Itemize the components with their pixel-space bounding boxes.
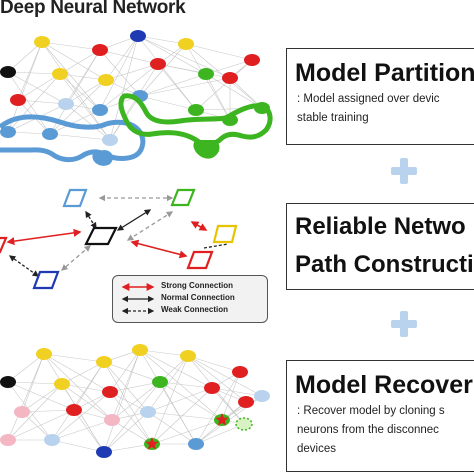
step-heading: Model Recover: [295, 371, 473, 399]
step-description-line: stable training: [297, 112, 369, 124]
neuron-node: [188, 104, 204, 116]
neuron-node: [180, 350, 196, 362]
plus-icon: [391, 311, 417, 337]
neuron-node: [178, 38, 194, 50]
weak-arrow-icon: [121, 307, 155, 315]
device-b-outline: [118, 93, 273, 147]
neuron-node: [52, 68, 68, 80]
device-node-black: [84, 226, 118, 246]
neuron-node: [96, 356, 112, 368]
neuron-node: [0, 434, 16, 446]
neuron-node: [96, 446, 112, 458]
device-node-yellow: [212, 224, 238, 244]
neuron-node: [244, 54, 260, 66]
diagram-title: Deep Neural Network: [0, 0, 186, 18]
strong-arrow-icon: [121, 283, 155, 291]
legend-label: Strong Connection: [161, 281, 233, 290]
neuron-node: [152, 376, 168, 388]
device-a-outline: [0, 114, 146, 163]
neuron-node: [254, 390, 270, 402]
neuron-node: [204, 382, 220, 394]
step-heading-line: Reliable Netwo: [295, 213, 466, 240]
neuron-node: [0, 376, 16, 388]
neuron-node: [188, 438, 204, 450]
neuron-node: [92, 44, 108, 56]
step-reliable-network-path: Reliable Netwo Path Constructi: [286, 203, 474, 290]
neuron-node: [10, 94, 26, 106]
neuron-node: [235, 417, 253, 431]
neuron-node: [0, 66, 16, 78]
neuron-node: [140, 406, 156, 418]
top-neural-network: [0, 30, 270, 146]
device-node-navy: [32, 270, 60, 290]
neuron-node: [34, 36, 50, 48]
neuron-node: [238, 396, 254, 408]
neuron-node: [132, 344, 148, 356]
neuron-node: [42, 128, 58, 140]
neuron-node: [130, 30, 146, 42]
device-node-red-left: [0, 236, 8, 254]
network-path-graph: [0, 188, 238, 290]
legend-item-normal: Normal Connection: [113, 293, 267, 305]
normal-arrow-icon: [121, 295, 155, 303]
step-model-partition: Model Partition : Model assigned over de…: [286, 48, 474, 145]
star-icon: [67, 403, 81, 416]
legend-item-strong: Strong Connection: [113, 281, 267, 293]
neuron-node: [36, 348, 52, 360]
neuron-node: [222, 72, 238, 84]
partition-device-outlines: [0, 93, 273, 166]
device-node-lightblue: [62, 188, 88, 208]
neuron-node: [102, 134, 118, 146]
neuron-node: [98, 74, 114, 86]
step-heading: Model Partition: [295, 59, 474, 87]
neuron-node: [54, 378, 70, 390]
neuron-node: [102, 386, 118, 398]
neuron-node: [44, 434, 60, 446]
device-a-bubble: [92, 150, 113, 166]
step-description-line: neurons from the disconnec: [297, 424, 439, 436]
device-node-green: [170, 188, 196, 207]
step-heading-line: Path Constructi: [295, 251, 474, 278]
neuron-node: [0, 126, 16, 138]
neuron-node: [92, 104, 108, 116]
neuron-node: [14, 406, 30, 418]
connection-legend: Strong Connection Normal Connection Weak…: [112, 275, 268, 323]
neuron-node: [104, 414, 120, 426]
neuron-node: [198, 68, 214, 80]
neuron-node: [232, 366, 248, 378]
step-description-line: : Recover model by cloning s: [297, 405, 445, 417]
star-icon: [215, 413, 229, 426]
star-icon: [145, 437, 159, 450]
neuron-node: [58, 98, 74, 110]
legend-label: Weak Connection: [161, 305, 228, 314]
neuron-node: [150, 58, 166, 70]
step-description-line: : Model assigned over devic: [297, 93, 440, 105]
bottom-neural-network: [0, 344, 270, 458]
device-b-bubble: [193, 140, 220, 159]
plus-icon: [391, 158, 417, 184]
legend-item-weak: Weak Connection: [113, 305, 267, 317]
legend-label: Normal Connection: [161, 293, 235, 302]
step-description-line: devices: [297, 443, 336, 455]
step-model-recovery: Model Recover : Recover model by cloning…: [286, 360, 474, 472]
device-node-red: [186, 250, 214, 270]
